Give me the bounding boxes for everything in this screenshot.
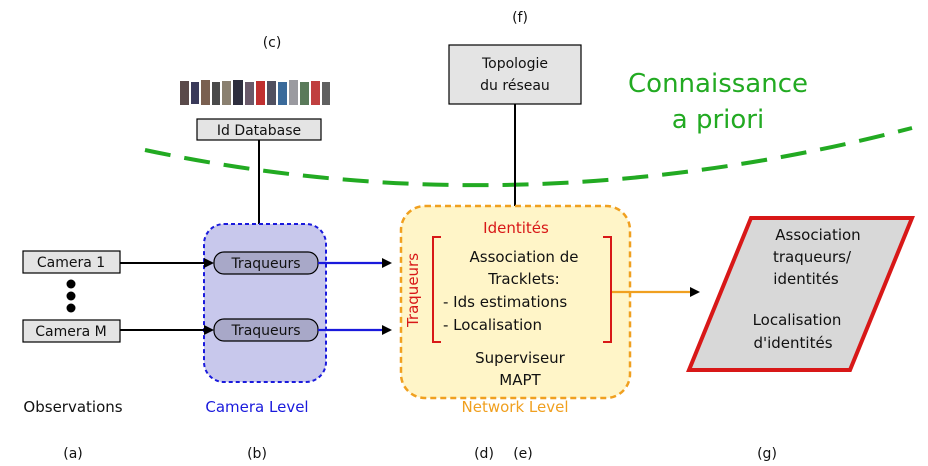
camera-level-panel xyxy=(203,223,327,383)
tracker-m-label: Traqueurs xyxy=(230,323,300,339)
trackers-vertical-label: Traqueurs xyxy=(404,253,422,328)
label-f: (f) xyxy=(512,10,528,26)
label-e: (e) xyxy=(513,446,533,462)
label-g: (g) xyxy=(757,446,777,462)
label-b: (b) xyxy=(247,446,267,462)
ellipsis-dot xyxy=(66,291,76,301)
camera-level-title: Camera Level xyxy=(205,398,308,416)
network-level-panel xyxy=(399,204,632,400)
bullet-ids-estimations: - Ids estimations xyxy=(443,293,567,311)
supervisor-line2: MAPT xyxy=(499,371,541,389)
network-to-output-arrowhead xyxy=(690,287,700,297)
tracker-1-label: Traqueurs xyxy=(230,256,300,272)
right-bracket xyxy=(603,236,612,343)
left-bracket xyxy=(432,236,441,343)
person-thumbnails xyxy=(180,80,330,105)
prior-knowledge-boundary xyxy=(144,126,913,188)
topology-line2: du réseau xyxy=(480,78,550,94)
output-line4: Localisation xyxy=(753,311,842,329)
supervisor-line1: Superviseur xyxy=(475,349,566,367)
camera-1-label: Camera 1 xyxy=(37,255,105,271)
output-line5: d'identités xyxy=(753,334,832,352)
ellipsis-dot xyxy=(66,279,76,289)
label-a: (a) xyxy=(63,446,83,462)
id-database-label: Id Database xyxy=(217,123,301,139)
prior-knowledge-line1: Connaissance xyxy=(628,69,808,99)
ellipsis-dot xyxy=(66,303,76,313)
label-c: (c) xyxy=(263,35,282,51)
camera-m-label: Camera M xyxy=(35,324,106,340)
bullet-localisation: - Localisation xyxy=(443,316,542,334)
association-line1: Association de xyxy=(470,248,579,266)
identities-label: Identités xyxy=(483,219,549,237)
topology-box xyxy=(448,44,582,105)
output-parallelogram xyxy=(686,216,915,372)
network-level-title: Network Level xyxy=(462,398,569,416)
output-line2: traqueurs/ xyxy=(773,248,852,266)
prior-knowledge-line2: a priori xyxy=(672,105,764,135)
label-d: (d) xyxy=(474,446,494,462)
association-line2: Tracklets: xyxy=(487,270,559,288)
output-line1: Association xyxy=(775,226,860,244)
topology-line1: Topologie xyxy=(481,56,548,72)
output-line3: identités xyxy=(773,270,839,288)
observations-title: Observations xyxy=(23,398,122,416)
